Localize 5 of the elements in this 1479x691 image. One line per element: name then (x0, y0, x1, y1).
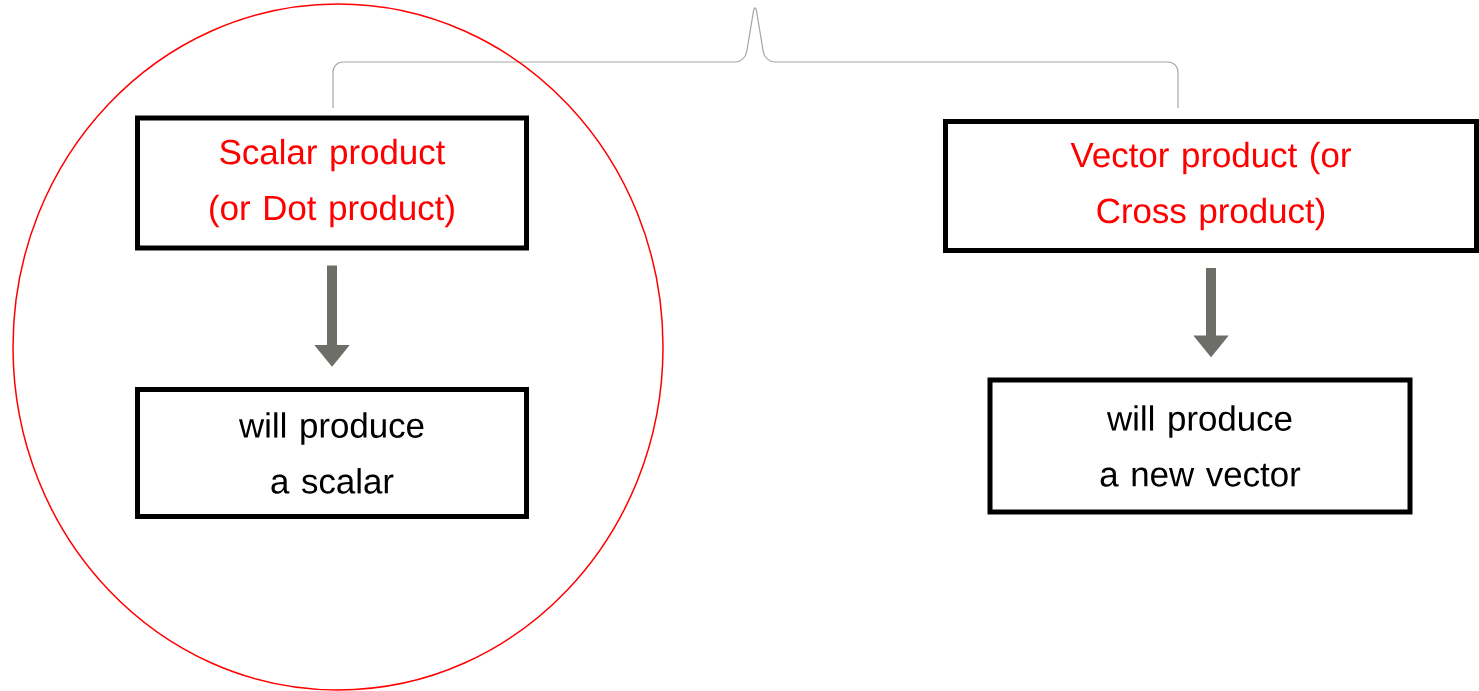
highlight-circle (12, 3, 664, 691)
process-box: Vector product (or Cross product) (943, 119, 1479, 253)
process-box: Scalar product (or Dot product) (135, 115, 529, 251)
result-box: will produce a scalar (135, 387, 529, 519)
result-box: will produce a new vector (987, 377, 1413, 515)
